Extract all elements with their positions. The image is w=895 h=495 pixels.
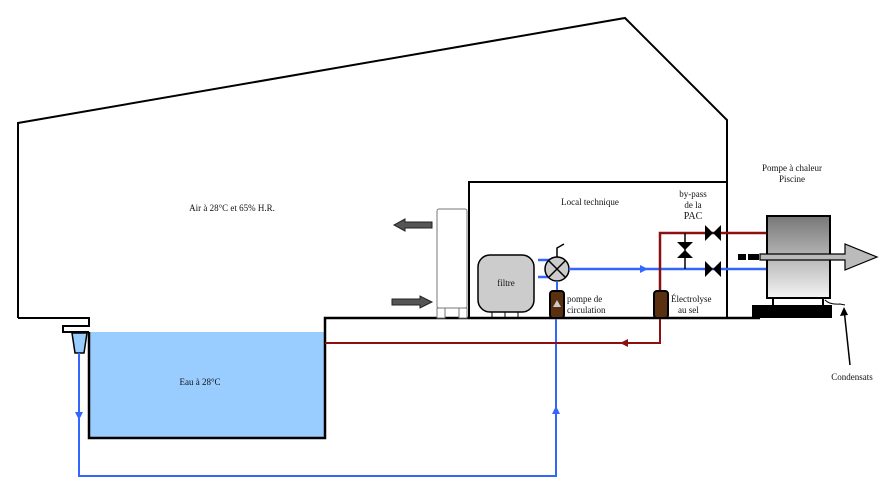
flow-arrow [75, 412, 83, 420]
local-technique-room [468, 181, 727, 318]
eau-label: Eau à 28°C [179, 377, 220, 387]
dehumidifier-unit [436, 208, 468, 319]
air-label: Air à 28°C et 65% H.R. [189, 203, 275, 213]
bypass-label-2: de la [684, 200, 701, 210]
bypass-label-3: PAC [684, 211, 703, 222]
valve-hot-icon [705, 225, 721, 241]
filter-tank [477, 254, 535, 313]
valve-cold-icon [705, 261, 721, 277]
building-outline [17, 16, 728, 318]
condensats-label: Condensats [831, 372, 873, 382]
pac-label-1: Pompe à chaleur [762, 163, 822, 173]
pool-water [89, 332, 325, 438]
heat-pump-base [752, 305, 832, 318]
hot-pipe [658, 231, 767, 292]
filtre-label: filtre [497, 278, 515, 288]
exhaust-arrow-icon [759, 243, 879, 271]
condensats-pointer [843, 308, 851, 366]
flow-arrow [620, 339, 628, 347]
flow-arrow [552, 406, 560, 414]
pool-deck-left [18, 317, 90, 333]
skimmer [71, 332, 88, 354]
air-out-arrow-icon [392, 218, 433, 232]
electrolyse-label-2: au sel [678, 305, 699, 315]
bypass-valve-icon [677, 242, 693, 258]
return-pipe [325, 318, 661, 344]
electrolyse-cell [653, 290, 669, 319]
pac-label-2: Piscine [779, 174, 805, 184]
air-in-arrow-icon [391, 295, 434, 309]
local-technique-label: Local technique [561, 197, 619, 207]
bypass-label-1: by-pass [679, 189, 707, 199]
electrolyse-label-1: Électrolyse [671, 294, 711, 304]
pompe-label-1: pompe de [567, 294, 602, 304]
pompe-label-2: circulation [567, 305, 606, 315]
